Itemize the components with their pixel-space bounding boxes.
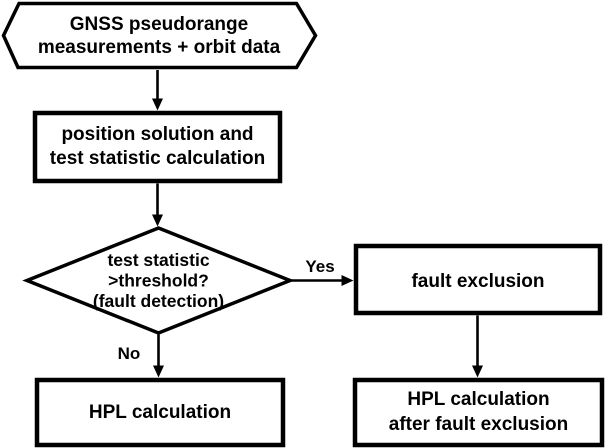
edge-label-no: No [118, 344, 141, 363]
process-fault-exclusion-node [353, 243, 603, 316]
input-label-line1: GNSS pseudorange [70, 14, 248, 35]
input-hexagon-node [1, 1, 318, 70]
decision-label-line3: (fault detection) [93, 291, 224, 311]
decision-label-line2: >threshold? [108, 271, 209, 291]
process-position-label-line1: position solution and [61, 124, 253, 145]
hpl-after-label-line2: after fault exclusion [389, 414, 569, 435]
process-hpl-after-node [352, 377, 605, 448]
process-position-label-line2: test statistic calculation [50, 148, 265, 169]
hpl-label-line1: HPL calculation [89, 402, 231, 423]
input-label-line2: measurements + orbit data [38, 37, 281, 58]
decision-label-line1: test statistic [107, 250, 209, 270]
decision-diamond-node [22, 226, 295, 335]
edge-label-yes: Yes [305, 257, 334, 276]
process-position-node [32, 110, 283, 184]
process-hpl-node [34, 377, 286, 448]
hpl-after-label-line1: HPL calculation [407, 389, 549, 410]
fault-exclusion-label-line1: fault exclusion [411, 271, 544, 292]
